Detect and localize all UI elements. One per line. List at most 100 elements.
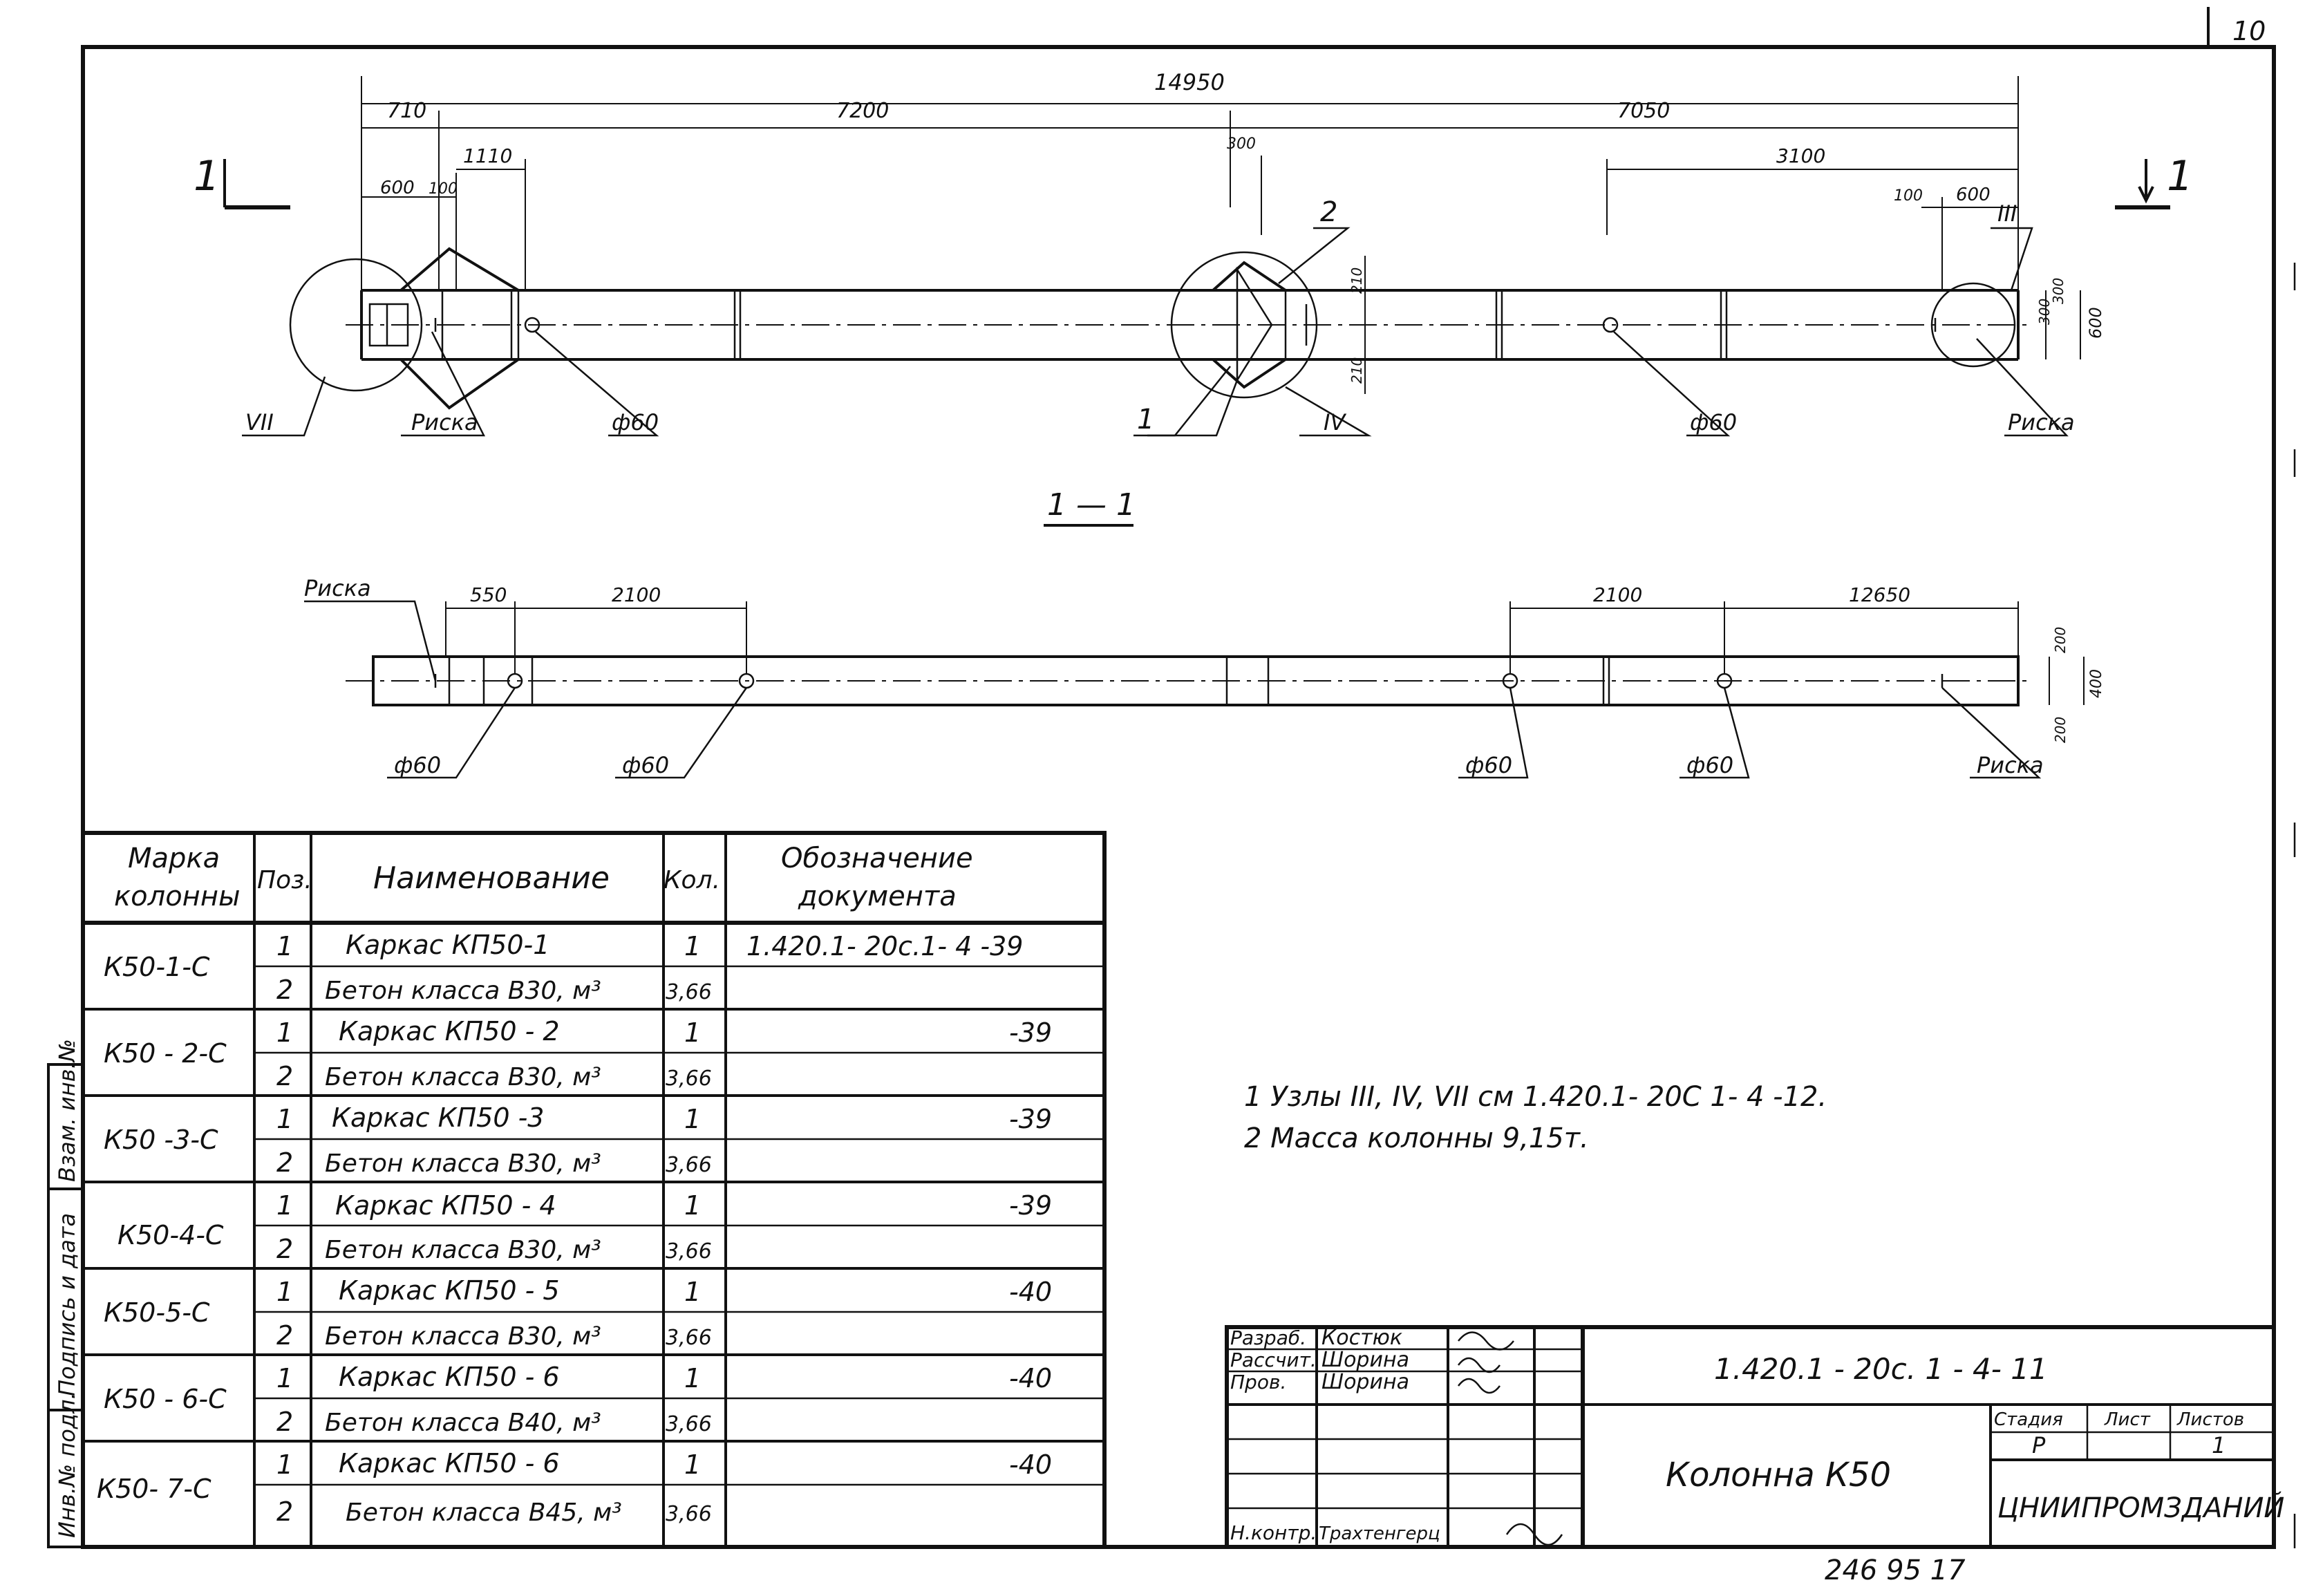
- row-qty: 1: [684, 931, 701, 961]
- hdr-qty: Кол.: [664, 866, 720, 894]
- pos1-label: 1: [1137, 404, 1154, 435]
- stamp-role: Разраб.: [1230, 1326, 1306, 1349]
- row-doc: -39: [1009, 1190, 1052, 1221]
- dim-300-mid: 300: [1227, 135, 1256, 153]
- stamp-org: ЦНИИПРОМЗДАНИЙ: [1997, 1491, 2284, 1524]
- row-qty: 1: [684, 1277, 701, 1307]
- row-qty: 1: [684, 1363, 701, 1393]
- row-qty: 3,66: [666, 1326, 712, 1350]
- group-mark: К50-1-С: [104, 952, 210, 982]
- elevation-dimensions: [361, 76, 2081, 394]
- note-2: 2 Масса колонны 9,15т.: [1244, 1123, 1589, 1154]
- section-leaders: [304, 600, 2042, 779]
- sec-hole-1: ф60: [394, 752, 441, 778]
- node-iii-label: III: [1997, 200, 2017, 227]
- sec-dim-2100-a: 2100: [612, 583, 661, 606]
- row-qty: 1: [684, 1449, 701, 1480]
- stamp-role: Рассчит.: [1230, 1349, 1317, 1371]
- row-qty: 1: [684, 1104, 701, 1134]
- dim-7200: 7200: [836, 99, 889, 123]
- row-doc: -40: [1009, 1449, 1052, 1480]
- dim-710: 710: [387, 99, 426, 123]
- row-name: Бетон класса В30, м³: [325, 1236, 601, 1264]
- row-qty: 3,66: [666, 1502, 712, 1526]
- node-iv-label: IV: [1324, 409, 1346, 435]
- dim-1110: 1110: [463, 144, 512, 167]
- dim-210-top: 210: [1348, 267, 1365, 294]
- stamp-doc-code: 1.420.1 - 20с. 1 - 4- 11: [1714, 1352, 2048, 1386]
- dim-600-right: 600: [1956, 185, 1991, 205]
- sec-dim-12650: 12650: [1849, 583, 1910, 606]
- title-block-grid: [1225, 1325, 2276, 1549]
- dim-100-right: 100: [1894, 187, 1923, 205]
- hole-label-right: ф60: [1690, 409, 1737, 435]
- group-mark: К50 - 6-С: [104, 1384, 227, 1414]
- dim-3100: 3100: [1776, 144, 1825, 167]
- spec-table-rows: К50-1-С 1 Каркас КП50-1 1 1.420.1- 20с.1…: [97, 930, 1052, 1527]
- section-mark-right-label: 1: [2167, 152, 2193, 200]
- dim-600-v: 600: [2086, 307, 2105, 339]
- stamp-sheets-label: Листов: [2176, 1409, 2244, 1430]
- stamp-role: Н.контр.: [1230, 1521, 1317, 1544]
- elevation-leaders: [242, 227, 2069, 437]
- stamp-role: Пров.: [1230, 1371, 1286, 1393]
- stamp-name: Трахтенгерц: [1319, 1523, 1440, 1544]
- group-mark: К50-5-С: [104, 1297, 210, 1328]
- dim-7050: 7050: [1617, 99, 1670, 123]
- dim-total: 14950: [1154, 69, 1225, 95]
- signature: [1458, 1331, 1563, 1546]
- sec-dim-400: 400: [2088, 669, 2105, 698]
- node-vii-label: VII: [245, 409, 274, 435]
- row-pos: 2: [276, 1496, 293, 1527]
- row-qty: 3,66: [666, 1239, 712, 1264]
- sec-hole-3: ф60: [1465, 752, 1512, 778]
- row-pos: 1: [276, 1190, 293, 1221]
- stamp-stage-label: Стадия: [1994, 1409, 2063, 1430]
- sec-dim-550: 550: [470, 583, 507, 606]
- dim-600-left: 600: [380, 178, 415, 198]
- column-elevation: [289, 247, 2032, 410]
- section-title: 1 — 1: [1047, 487, 1136, 523]
- side-podpis: Подпись и дата: [54, 1213, 80, 1396]
- sec-dim-2100-b: 2100: [1593, 583, 1642, 606]
- stamp-sheet-label: Лист: [2104, 1409, 2151, 1430]
- row-pos: 2: [276, 1407, 293, 1437]
- sec-hole-4: ф60: [1686, 752, 1733, 778]
- row-pos: 2: [276, 1147, 293, 1178]
- row-name: Каркас КП50 -3: [332, 1102, 544, 1133]
- group-mark: К50 - 2-С: [104, 1038, 227, 1069]
- row-name: Бетон класса В45, м³: [346, 1499, 622, 1527]
- bottom-code: 246 95 17: [1825, 1555, 1966, 1586]
- stamp-name: Шорина: [1321, 1370, 1409, 1394]
- row-name: Каркас КП50 - 2: [339, 1016, 560, 1046]
- hole-label-left: ф60: [612, 409, 659, 435]
- row-name: Каркас КП50 - 6: [339, 1362, 560, 1392]
- row-name: Бетон класса В30, м³: [325, 1063, 601, 1091]
- row-pos: 2: [276, 975, 293, 1005]
- row-pos: 2: [276, 1320, 293, 1351]
- section-mark-left: [223, 159, 290, 209]
- row-qty: 3,66: [666, 980, 712, 1004]
- spec-table-header: Марка колонны Поз. Наименование Кол. Обо…: [114, 843, 973, 912]
- row-doc: -40: [1009, 1363, 1052, 1393]
- row-pos: 1: [276, 1104, 293, 1134]
- dim-300-a: 300: [2036, 299, 2053, 325]
- row-pos: 1: [276, 1363, 293, 1393]
- row-qty: 1: [684, 1190, 701, 1221]
- hdr-doc-1: Обозначение: [781, 843, 973, 874]
- row-qty: 1: [684, 1017, 701, 1048]
- row-doc: -40: [1009, 1277, 1052, 1307]
- section-mark-left-label: 1: [194, 152, 220, 200]
- sheet-frame: [81, 7, 2276, 1549]
- row-qty: 3,66: [666, 1153, 712, 1177]
- sec-riska-right: Риска: [1977, 752, 2044, 778]
- dim-100-left: 100: [429, 180, 458, 198]
- group-mark: К50- 7-С: [97, 1474, 211, 1504]
- row-qty: 3,66: [666, 1067, 712, 1091]
- row-pos: 1: [276, 1277, 293, 1307]
- section-dimensions: [445, 601, 2085, 705]
- note-1: 1 Узлы III, IV, VII см 1.420.1- 20С 1- 4…: [1244, 1081, 1827, 1113]
- sec-hole-2: ф60: [622, 752, 669, 778]
- side-inv-podl: Инв.№ подл.: [54, 1392, 80, 1538]
